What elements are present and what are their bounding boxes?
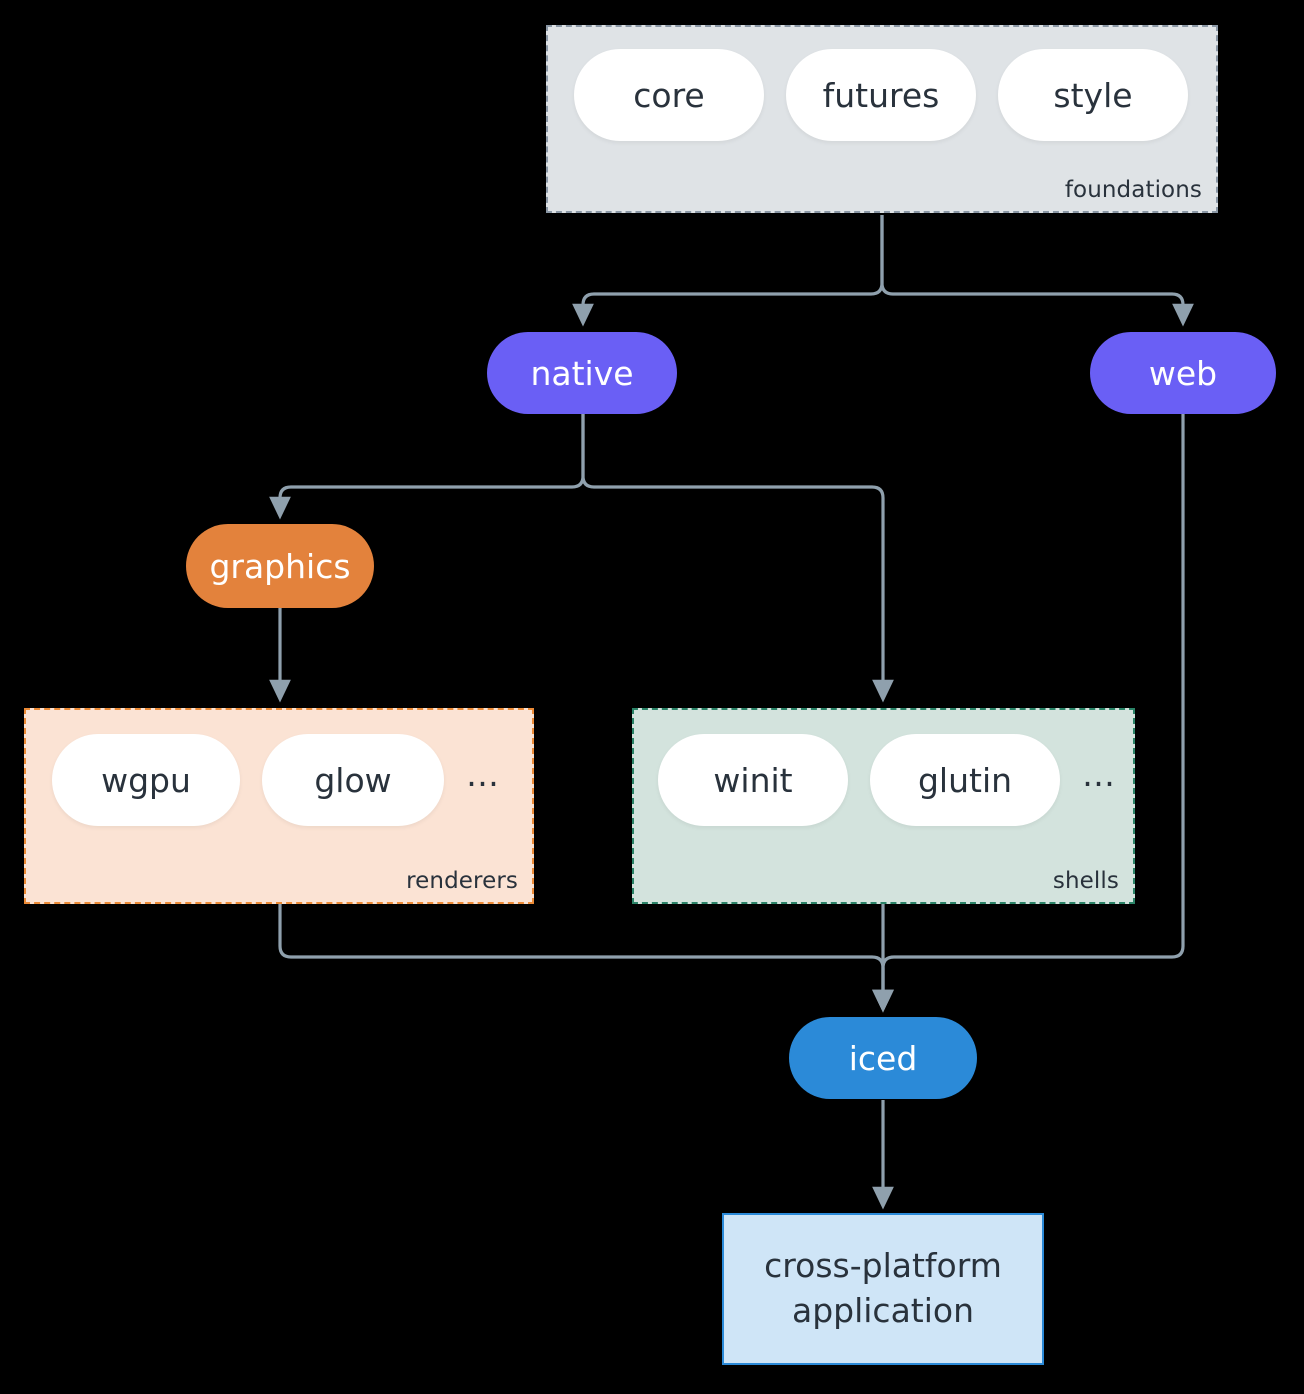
chip-core[interactable]: core bbox=[574, 49, 764, 141]
chip-futures-label: futures bbox=[822, 75, 940, 115]
node-native-label: native bbox=[530, 353, 634, 393]
cluster-renderers-items: wgpu glow … bbox=[52, 734, 499, 826]
application-label-wrap: cross-platform application bbox=[764, 1244, 1002, 1333]
chip-style-label: style bbox=[1053, 75, 1133, 115]
node-graphics[interactable]: graphics bbox=[186, 524, 374, 608]
chip-style[interactable]: style bbox=[998, 49, 1188, 141]
cluster-foundations-label: foundations bbox=[1064, 177, 1202, 203]
cluster-shells: winit glutin … shells bbox=[632, 708, 1135, 904]
node-cross-platform-application[interactable]: cross-platform application bbox=[722, 1213, 1044, 1365]
chip-wgpu-label: wgpu bbox=[101, 760, 191, 800]
chip-glutin-label: glutin bbox=[917, 760, 1013, 800]
application-label-line2: application bbox=[791, 1291, 975, 1330]
edge-renderers-iced bbox=[278, 904, 894, 1013]
chip-shells-more: … bbox=[1082, 754, 1115, 794]
chip-wgpu[interactable]: wgpu bbox=[52, 734, 240, 826]
edge-foundations-native bbox=[572, 215, 884, 327]
node-native[interactable]: native bbox=[487, 332, 677, 414]
chip-renderers-more: … bbox=[466, 754, 499, 794]
node-iced[interactable]: iced bbox=[789, 1017, 977, 1099]
application-label-line1: cross-platform bbox=[764, 1246, 1002, 1286]
cluster-renderers: wgpu glow … renderers bbox=[24, 708, 534, 904]
node-web[interactable]: web bbox=[1090, 332, 1276, 414]
cluster-renderers-label: renderers bbox=[406, 868, 518, 894]
chip-glow-label: glow bbox=[314, 760, 392, 800]
node-web-label: web bbox=[1148, 353, 1218, 393]
node-graphics-label: graphics bbox=[209, 546, 351, 586]
chip-futures[interactable]: futures bbox=[786, 49, 976, 141]
node-iced-label: iced bbox=[848, 1038, 918, 1078]
cluster-foundations: core futures style foundations bbox=[546, 25, 1218, 213]
edge-foundations-web bbox=[880, 215, 1194, 327]
chip-winit[interactable]: winit bbox=[658, 734, 848, 826]
chip-glutin[interactable]: glutin bbox=[870, 734, 1060, 826]
edge-native-graphics bbox=[269, 414, 585, 520]
chip-core-label: core bbox=[633, 75, 705, 115]
chip-glow[interactable]: glow bbox=[262, 734, 444, 826]
chip-winit-label: winit bbox=[713, 760, 793, 800]
cluster-shells-label: shells bbox=[1052, 868, 1119, 894]
cluster-shells-items: winit glutin … bbox=[658, 734, 1115, 826]
cluster-foundations-items: core futures style bbox=[574, 49, 1188, 141]
edge-native-shells bbox=[581, 414, 894, 703]
